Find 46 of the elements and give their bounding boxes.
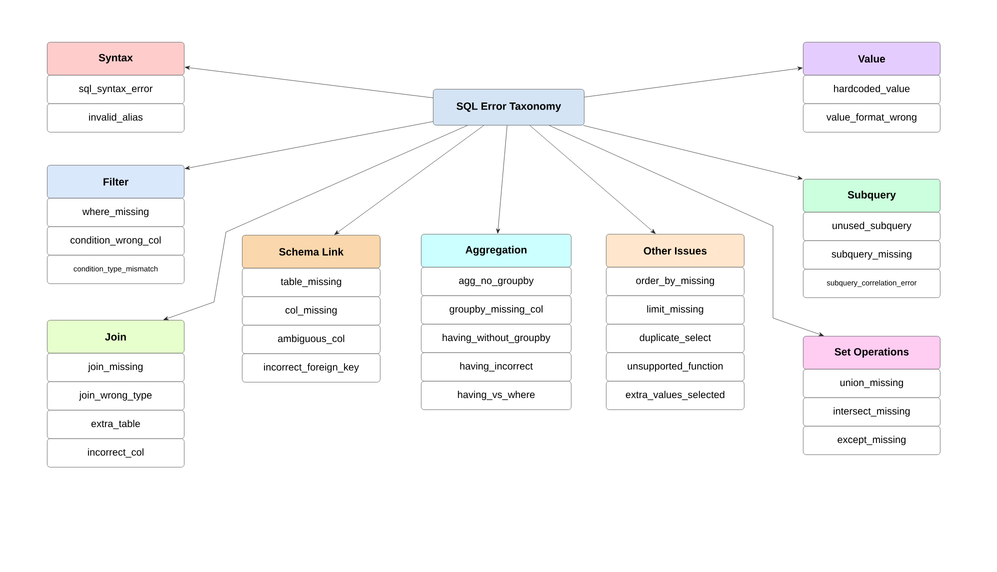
node-label: except_missing: [838, 436, 906, 446]
node-label: order_by_missing: [636, 276, 714, 286]
node-label: duplicate_select: [640, 334, 711, 344]
node-label: unused_subquery: [832, 222, 912, 232]
node-label: having_incorrect: [460, 362, 533, 372]
root-box: SQL Error Taxonomy: [433, 89, 584, 126]
category-box: Set Operations union_missing intersect_missing except_missing: [803, 336, 940, 455]
node-label: incorrect_foreign_key: [264, 363, 359, 373]
node-label: limit_missing: [647, 305, 704, 315]
arrow: [334, 125, 484, 235]
node-label: sql_syntax_error: [79, 84, 152, 94]
arrow: [163, 125, 468, 320]
category-box: Syntax sql_syntax_error invalid_alias: [47, 42, 184, 132]
node-label: join_wrong_type: [79, 391, 152, 401]
node-label: groupby_missing_col: [450, 305, 542, 315]
node-label: having_without_groupby: [442, 334, 550, 344]
node-label: col_missing: [286, 306, 337, 316]
node-label: invalid_alias: [89, 113, 143, 123]
arrow: [530, 125, 656, 234]
node-label: intersect_missing: [834, 407, 910, 417]
node-label: condition_wrong_col: [70, 236, 161, 246]
node-label: union_missing: [840, 378, 904, 388]
node-label: where_missing: [82, 208, 148, 218]
node-label: agg_no_groupby: [459, 276, 534, 286]
arrow: [496, 125, 508, 234]
arrow: [583, 125, 803, 180]
category-box: Join join_missing join_wrong_type extra_table incorrect_col: [47, 320, 184, 468]
node-label: table_missing: [280, 278, 342, 288]
node-label: incorrect_col: [88, 448, 144, 458]
arrow: [584, 66, 803, 98]
arrow: [184, 66, 434, 98]
node-label: join_missing: [88, 362, 143, 372]
category-box: Value hardcoded_value value_format_wrong: [803, 42, 940, 132]
node-label: having_vs_where: [458, 390, 535, 400]
node-label: hardcoded_value: [834, 84, 910, 94]
node-label: ambiguous_col: [278, 334, 344, 344]
node-label: unsupported_function: [628, 362, 723, 372]
arrow: [184, 121, 434, 170]
node-label: subquery_missing: [832, 250, 912, 260]
node-label: extra_table: [91, 420, 140, 430]
category-box: Other Issues order_by_missing limit_missing duplicate_select unsupported_function extra_values_selected: [606, 234, 744, 410]
arrow: [548, 125, 824, 336]
category-box: Aggregation agg_no_groupby groupby_missing_col having_without_groupby having_incorrect having_vs_where: [421, 234, 572, 410]
node-label: value_format_wrong: [826, 113, 916, 123]
node-label: extra_values_selected: [626, 390, 724, 400]
category-box: Schema Link table_missing col_missing ambiguous_col incorrect_foreign_key: [242, 235, 380, 382]
